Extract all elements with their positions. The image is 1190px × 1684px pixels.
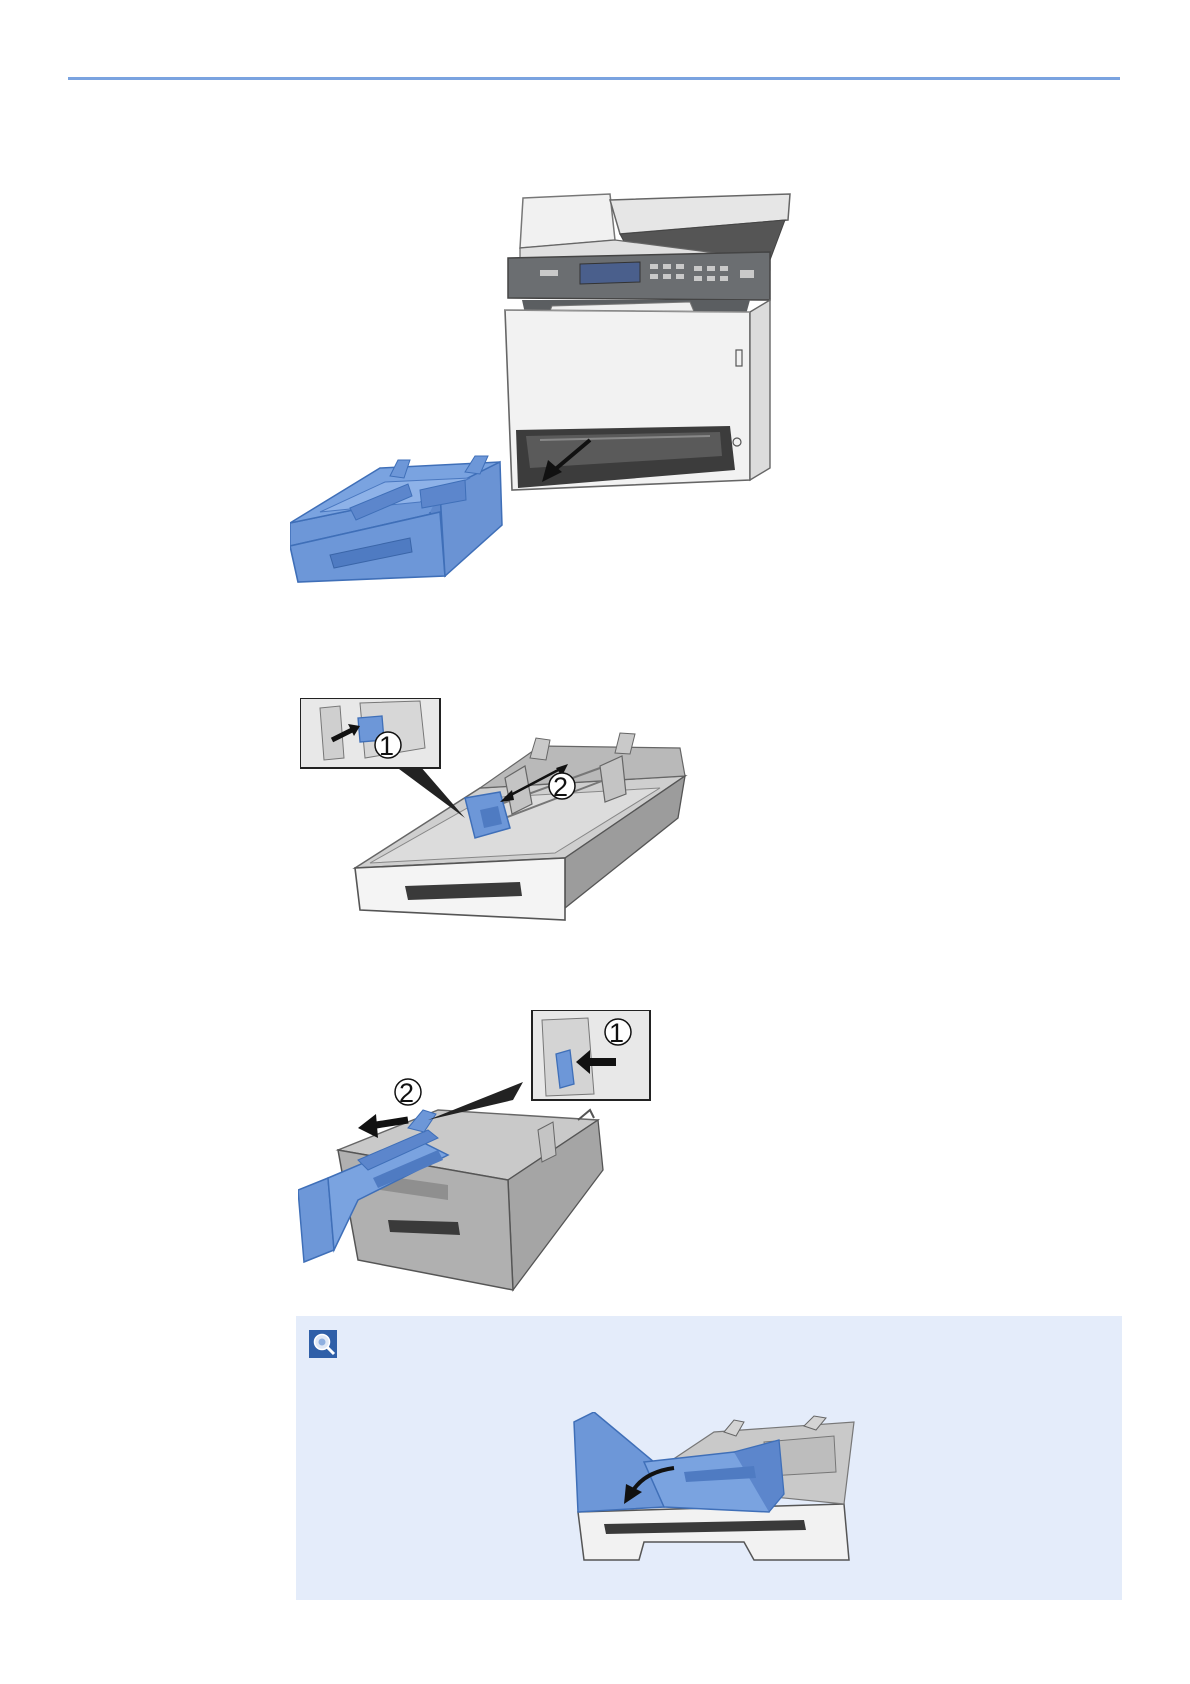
fold-extender-illustration <box>564 1412 860 1572</box>
header-rule <box>68 77 1120 80</box>
callout-1-label: 1 <box>379 731 394 761</box>
note-icon <box>309 1330 337 1358</box>
length-guide-figure: 2 1 <box>298 1010 658 1310</box>
fold-extender-figure <box>564 1412 860 1572</box>
callout-2-label-b: 2 <box>399 1078 414 1108</box>
width-guide-illustration: 2 1 <box>300 698 740 968</box>
callout-2-label: 2 <box>553 772 568 802</box>
callout-1-label-b: 1 <box>609 1018 624 1048</box>
width-guide-figure: 2 1 <box>300 698 740 968</box>
printer-illustration <box>290 190 810 630</box>
note-icon-name: note-icon <box>0 0 1 1</box>
length-guide-illustration: 2 1 <box>298 1010 658 1310</box>
printer-figure <box>290 190 810 630</box>
